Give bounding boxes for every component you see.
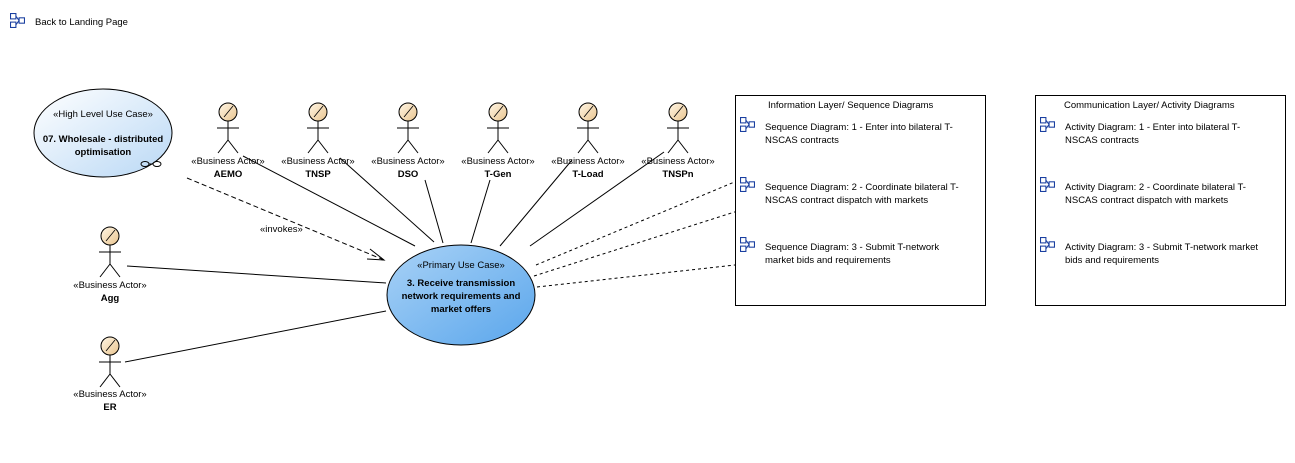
actor-stereotype: «Business Actor» bbox=[191, 156, 264, 167]
back-to-landing-link[interactable]: Back to Landing Page bbox=[10, 13, 128, 28]
act-3-line1: Activity Diagram: 3 - Submit T-network m… bbox=[1065, 242, 1258, 253]
actor-stereotype: «Business Actor» bbox=[551, 156, 624, 167]
hl-title-line1: 07. Wholesale - distributed bbox=[43, 134, 164, 145]
seq-1-line2: NSCAS contracts bbox=[765, 135, 839, 146]
sequence-diagram-link-1[interactable]: Sequence Diagram: 1 - Enter into bilater… bbox=[740, 117, 953, 146]
actor-aemo[interactable]: «Business Actor» AEMO bbox=[191, 102, 265, 180]
primary-use-case[interactable]: «Primary Use Case» 3. Receive transmissi… bbox=[386, 244, 536, 346]
act-1-line1: Activity Diagram: 1 - Enter into bilater… bbox=[1065, 122, 1240, 133]
hl-stereotype: «High Level Use Case» bbox=[53, 109, 153, 120]
back-link-label: Back to Landing Page bbox=[35, 17, 128, 28]
assoc-aemo bbox=[242, 155, 416, 247]
actor-icon bbox=[666, 102, 690, 154]
seq-2-line2: NSCAS contract dispatch with markets bbox=[765, 195, 928, 206]
actor-tload[interactable]: «Business Actor» T-Load bbox=[551, 102, 625, 180]
link-seq-1 bbox=[535, 177, 745, 266]
actor-icon bbox=[98, 336, 122, 388]
assoc-tnspn bbox=[529, 151, 665, 247]
activity-diagram-link-3[interactable]: Activity Diagram: 3 - Submit T-network m… bbox=[1040, 237, 1259, 266]
actor-name: AEMO bbox=[214, 169, 243, 180]
assoc-agg bbox=[126, 265, 387, 284]
invokes-label: «invokes» bbox=[260, 224, 303, 235]
seq-3-line1: Sequence Diagram: 3 - Submit T-network bbox=[765, 242, 939, 253]
seq-2-line1: Sequence Diagram: 2 - Coordinate bilater… bbox=[765, 182, 959, 193]
actor-agg[interactable]: «Business Actor» Agg bbox=[73, 226, 147, 304]
invokes-dependency: «invokes» bbox=[186, 177, 386, 261]
diagram-links bbox=[533, 177, 745, 288]
assoc-tnsp bbox=[339, 157, 435, 243]
pu-title-line3: market offers bbox=[431, 304, 491, 315]
communication-layer-box: Communication Layer/ Activity Diagrams A… bbox=[1035, 95, 1286, 306]
act-2-line2: NSCAS contract dispatch with markets bbox=[1065, 195, 1228, 206]
actor-stereotype: «Business Actor» bbox=[73, 280, 146, 291]
actor-stereotype: «Business Actor» bbox=[281, 156, 354, 167]
actor-name: DSO bbox=[398, 169, 419, 180]
diagram-link-icon bbox=[10, 13, 25, 28]
actor-icon bbox=[396, 102, 420, 154]
seq-3-line2: market bids and requirements bbox=[765, 255, 891, 266]
act-2-line1: Activity Diagram: 2 - Coordinate bilater… bbox=[1065, 182, 1246, 193]
information-layer-box: Information Layer/ Sequence Diagrams Seq… bbox=[735, 95, 986, 306]
info-layer-title: Information Layer/ Sequence Diagrams bbox=[768, 100, 934, 111]
actor-name: TNSPn bbox=[662, 169, 693, 180]
seq-1-line1: Sequence Diagram: 1 - Enter into bilater… bbox=[765, 122, 953, 133]
actor-name: T-Gen bbox=[485, 169, 512, 180]
assoc-er bbox=[124, 310, 387, 363]
association-lines bbox=[124, 151, 665, 363]
actor-icon bbox=[98, 226, 122, 278]
high-level-use-case[interactable]: «High Level Use Case» 07. Wholesale - di… bbox=[33, 88, 173, 178]
actor-stereotype: «Business Actor» bbox=[73, 389, 146, 400]
sequence-diagram-link-3[interactable]: Sequence Diagram: 3 - Submit T-network m… bbox=[740, 237, 940, 266]
link-seq-3 bbox=[536, 263, 745, 288]
actor-icon bbox=[216, 102, 240, 154]
actor-icon bbox=[486, 102, 510, 154]
composite-link-icon bbox=[140, 161, 162, 167]
actor-icon bbox=[306, 102, 330, 154]
actor-stereotype: «Business Actor» bbox=[641, 156, 714, 167]
hl-title-line2: optimisation bbox=[75, 147, 132, 158]
assoc-dso bbox=[424, 179, 444, 244]
actor-name: ER bbox=[103, 402, 116, 413]
activity-diagram-link-2[interactable]: Activity Diagram: 2 - Coordinate bilater… bbox=[1040, 177, 1246, 206]
assoc-tload bbox=[499, 159, 573, 247]
actor-tnspn[interactable]: «Business Actor» TNSPn bbox=[641, 102, 715, 180]
actor-er[interactable]: «Business Actor» ER bbox=[73, 336, 147, 413]
actor-stereotype: «Business Actor» bbox=[371, 156, 444, 167]
actor-icon bbox=[576, 102, 600, 154]
pu-title-line2: network requirements and bbox=[402, 291, 521, 302]
actor-dso[interactable]: «Business Actor» DSO bbox=[371, 102, 445, 180]
pu-stereotype: «Primary Use Case» bbox=[417, 260, 505, 271]
actor-tnsp[interactable]: «Business Actor» TNSP bbox=[281, 102, 355, 180]
actor-name: Agg bbox=[101, 293, 120, 304]
act-1-line2: NSCAS contracts bbox=[1065, 135, 1139, 146]
assoc-tgen bbox=[470, 179, 491, 244]
act-3-line2: bids and requirements bbox=[1065, 255, 1159, 266]
activity-diagram-link-1[interactable]: Activity Diagram: 1 - Enter into bilater… bbox=[1040, 117, 1241, 146]
actor-name: T-Load bbox=[572, 169, 603, 180]
pu-title-line1: 3. Receive transmission bbox=[407, 278, 515, 289]
link-seq-2 bbox=[533, 208, 745, 277]
actor-name: TNSP bbox=[305, 169, 331, 180]
actor-stereotype: «Business Actor» bbox=[461, 156, 534, 167]
actor-tgen[interactable]: «Business Actor» T-Gen bbox=[461, 102, 535, 180]
comm-layer-title: Communication Layer/ Activity Diagrams bbox=[1064, 100, 1235, 111]
sequence-diagram-link-2[interactable]: Sequence Diagram: 2 - Coordinate bilater… bbox=[740, 177, 959, 206]
